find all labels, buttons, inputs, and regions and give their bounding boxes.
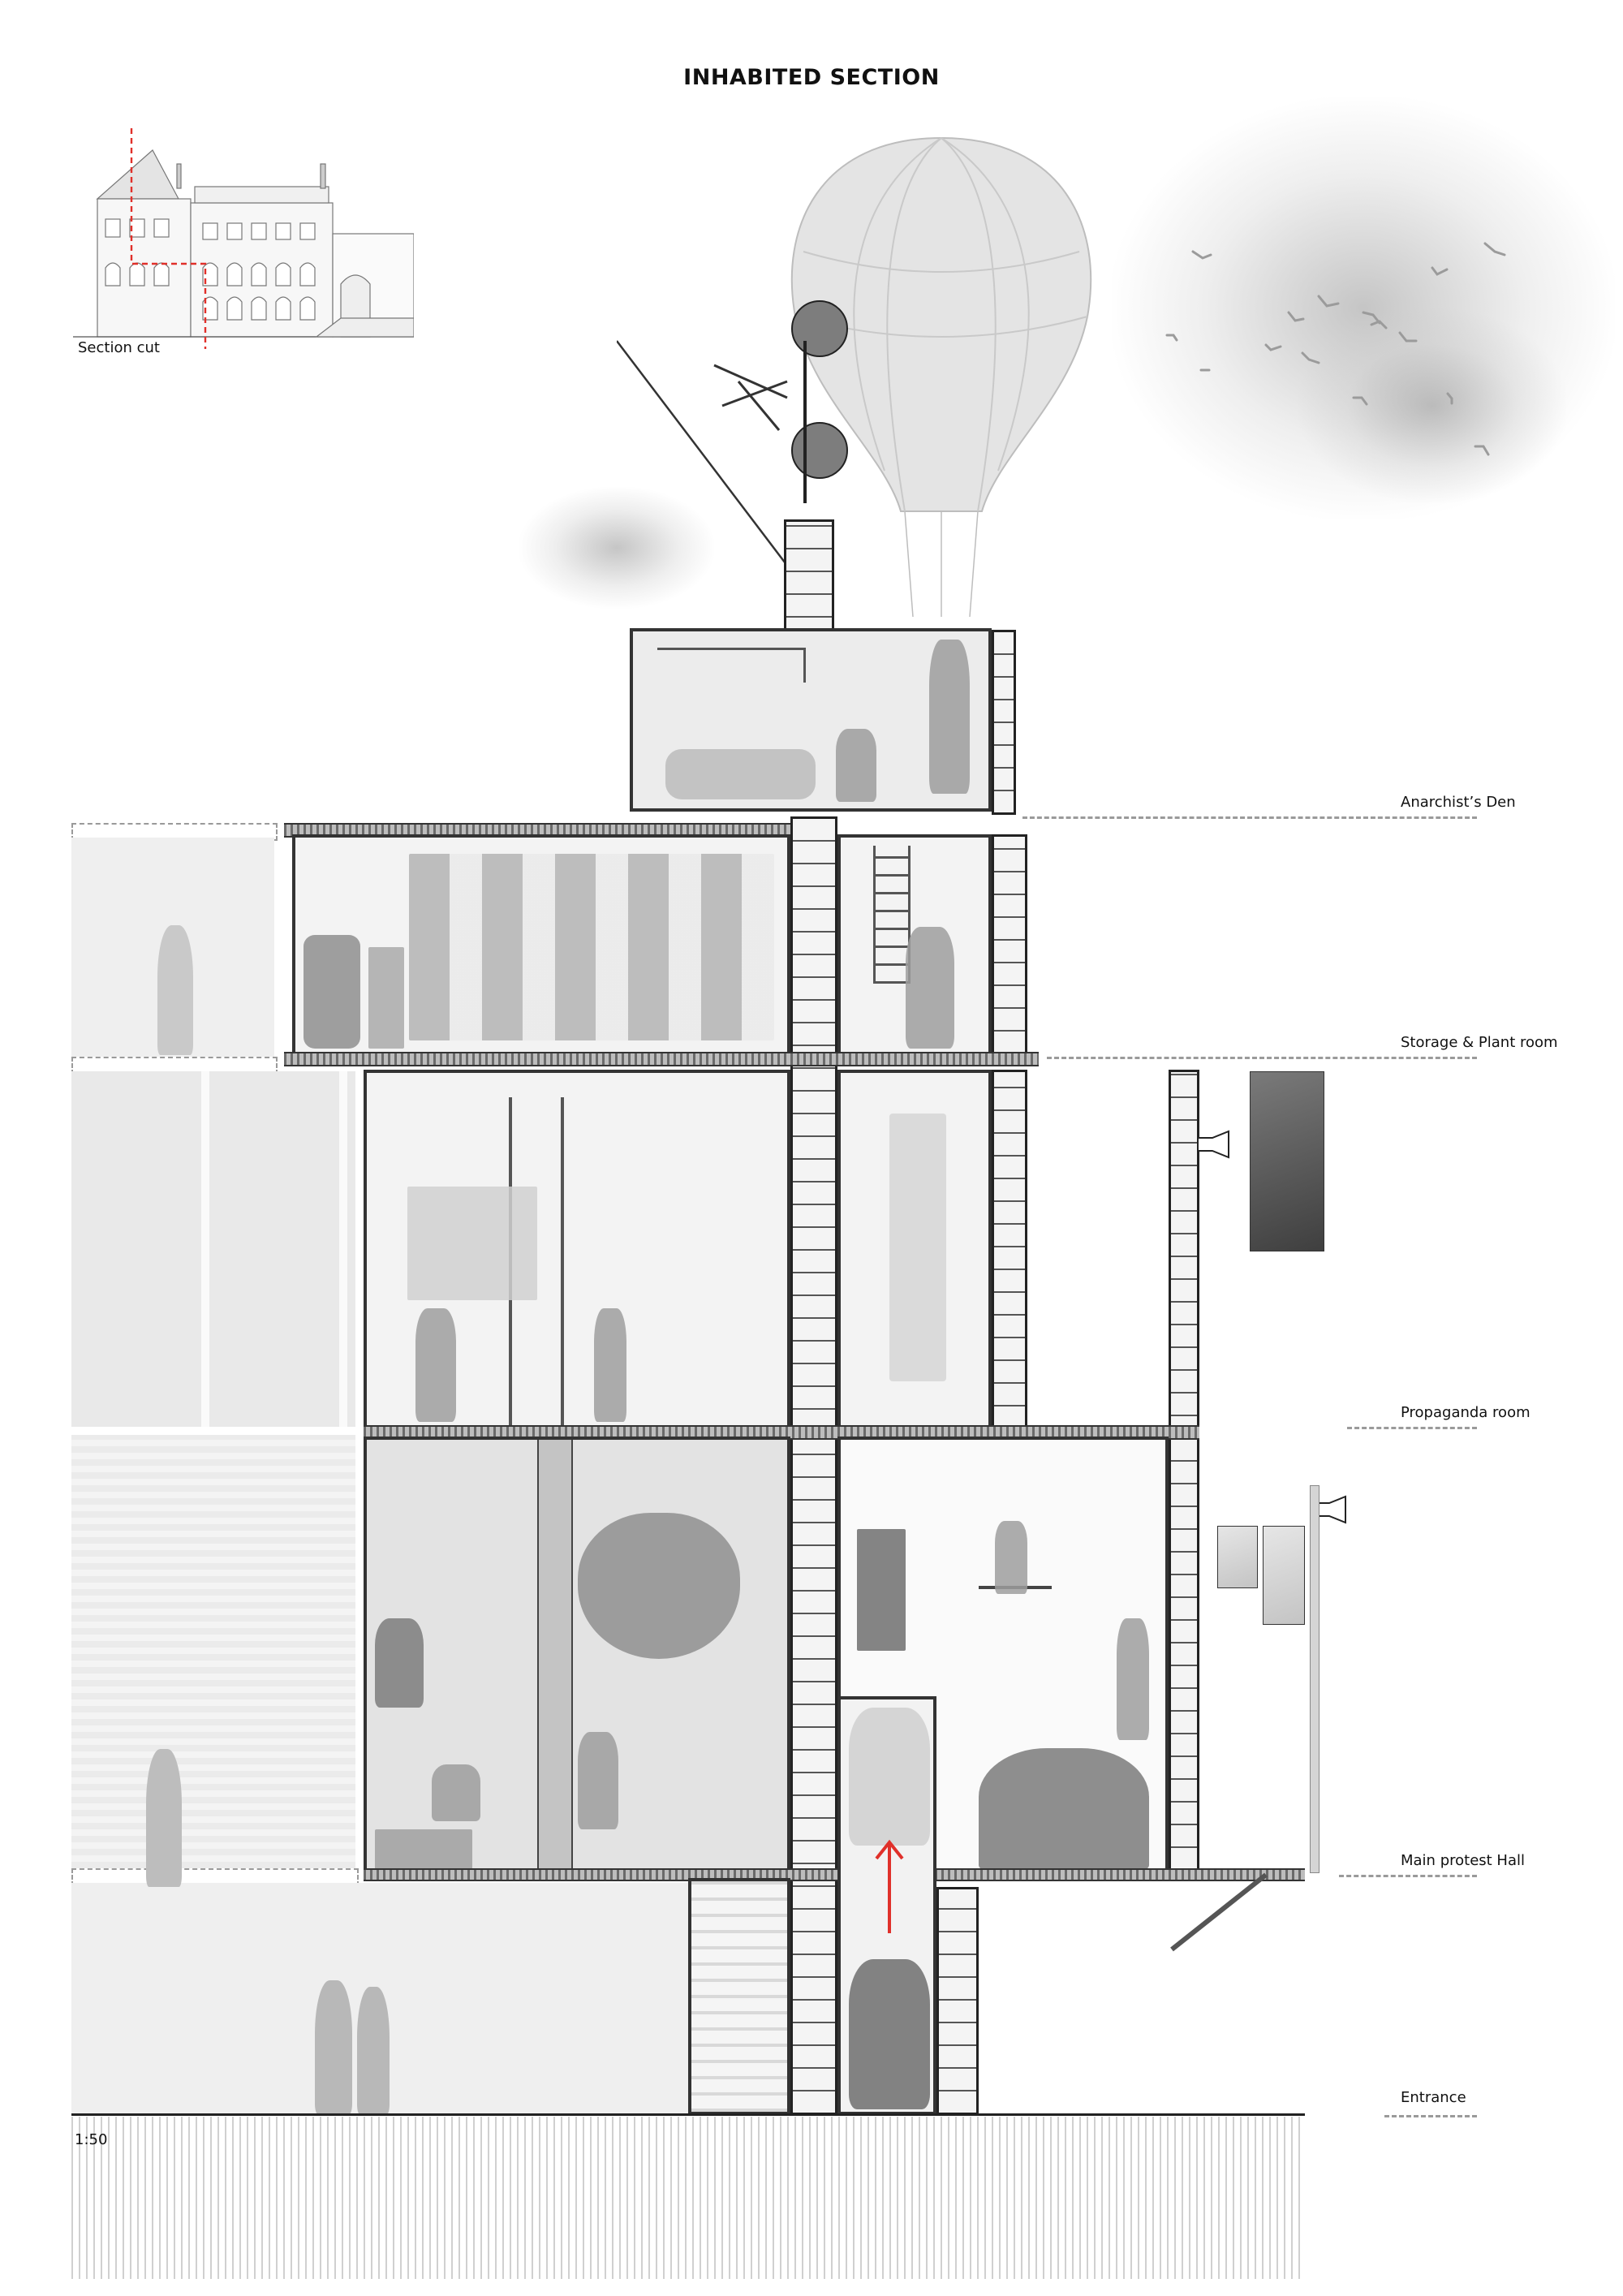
storage-ladder (873, 846, 911, 984)
propaganda-standing-figure-sketch (594, 1308, 626, 1422)
hall-crouching-figure-sketch (432, 1764, 480, 1821)
key-plan-elevation-drawing (73, 128, 415, 349)
propaganda-drying-banners-sketch (407, 1187, 537, 1300)
ground-line (71, 2113, 1305, 2116)
central-core-wall (790, 816, 837, 2115)
storage-hanging-sacks-sketch (409, 854, 774, 1040)
rooftop-antenna-dishes (617, 300, 848, 577)
hot-air-balloon (790, 136, 1092, 618)
lift-wheelchair-rider-sketch (849, 1959, 930, 2109)
entrance-stair (688, 1878, 790, 2115)
slab-storage-floor (284, 1052, 1039, 1066)
den-gasmask-figure-sketch (836, 729, 876, 802)
roof-chimney-stack (784, 519, 834, 641)
room-main-hall-left (364, 1437, 790, 1875)
smoke-cloud-lower (1298, 308, 1566, 503)
den-climbing-figure-sketch (929, 640, 970, 794)
megaphone-icon (1197, 1130, 1229, 1159)
level-label-propaganda-room: Propaganda room (1401, 1404, 1530, 1421)
key-plan: Section cut (73, 122, 415, 390)
hall-storage-boxes-sketch (375, 1829, 472, 1870)
sheet-title: INHABITED SECTION (683, 65, 940, 90)
level-label-entrance: Entrance (1401, 2089, 1466, 2106)
hall-platform-figure-sketch (995, 1521, 1027, 1594)
storage-carrying-figure-sketch (906, 927, 954, 1049)
poster-hanging-pole (1310, 1485, 1319, 1873)
scale-figure-hall (146, 1749, 182, 1887)
level-label-storage-plant-room: Storage & Plant room (1401, 1034, 1558, 1051)
propaganda-painter-figure-sketch (415, 1308, 456, 1422)
protesting-crowd-sketch (979, 1748, 1149, 1870)
plant-control-panel-sketch (368, 947, 404, 1049)
poster-comrades (1263, 1526, 1305, 1625)
room-storage-ladder (837, 834, 992, 1055)
level-line-entrance (1384, 2115, 1477, 2117)
den-chesterfield-sofa-sketch (665, 749, 816, 799)
room-propaganda-right (837, 1070, 992, 1430)
level-line-storage-plant-room (1047, 1057, 1477, 1059)
poster-anarchy-symbol (1217, 1526, 1258, 1588)
entrance-right-wall (936, 1887, 979, 2115)
level-line-anarchists-den (1022, 816, 1477, 819)
scale-figure-couple-a (315, 1980, 352, 2114)
lift-ghost-rider-sketch (849, 1708, 930, 1846)
birds-flock (1165, 242, 1506, 456)
ground-hatch (71, 2117, 1305, 2279)
ghost-neighbour-shopfront (71, 1071, 355, 1427)
room-storage-plant-left (292, 834, 790, 1055)
scale-figure-storage (157, 925, 193, 1055)
den-ceiling-pipework (657, 648, 806, 683)
propaganda-right-wall (992, 1070, 1027, 1430)
hall-speaker-figure-sketch (1117, 1618, 1149, 1740)
den-right-wall (992, 630, 1016, 815)
hall-hanging-coats-sketch (375, 1618, 424, 1708)
storage-right-wall (992, 834, 1027, 1055)
scale-figure-couple-b (357, 1987, 390, 2114)
lift-direction-arrow-icon (875, 1839, 904, 1933)
chimney-smoke (519, 487, 714, 609)
level-label-anarchists-den: Anarchist’s Den (1401, 794, 1516, 811)
level-line-propaganda-room (1347, 1427, 1477, 1429)
hall-ventilation-stack (537, 1440, 573, 1875)
level-line-main-protest-hall (1339, 1875, 1477, 1877)
ghost-neighbour-lower (71, 1435, 355, 1868)
propaganda-hanging-cloth-sketch (889, 1114, 946, 1381)
propaganda-poster-worker (1250, 1071, 1324, 1251)
outer-column (1169, 1070, 1199, 1872)
room-anarchists-den (630, 628, 992, 812)
drawing-scale: 1:50 (75, 2131, 108, 2148)
balcony-strut (1170, 1872, 1268, 1952)
wheelchair-lift-shaft (837, 1696, 936, 2115)
key-plan-caption: Section cut (78, 339, 160, 356)
hall-machinery-sketch (857, 1529, 906, 1651)
slab-hall-floor (364, 1868, 1305, 1881)
room-propaganda-left (364, 1070, 790, 1430)
hall-sitting-figure-sketch (578, 1732, 618, 1829)
level-label-main-protest-hall: Main protest Hall (1401, 1852, 1525, 1869)
hall-hanging-bags-sketch (578, 1513, 740, 1659)
plant-gas-cylinders-sketch (304, 935, 360, 1049)
